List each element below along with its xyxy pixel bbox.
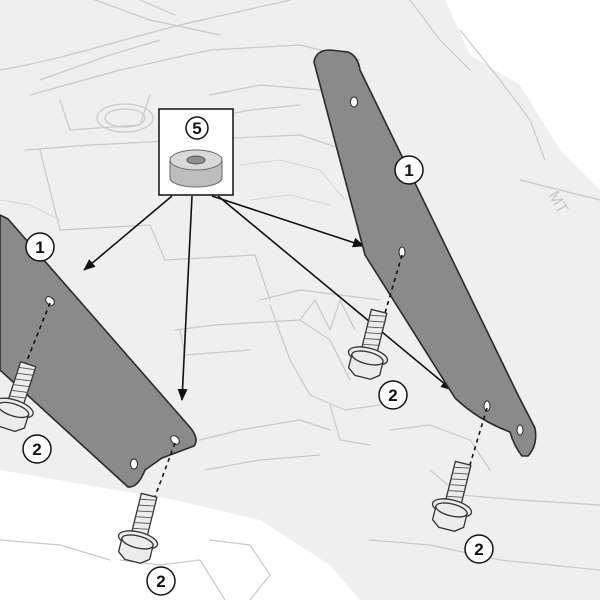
arrow-to-left-bracket-lower — [177, 195, 193, 401]
callout-2-right-1: 2 — [378, 380, 408, 410]
svg-text:2: 2 — [156, 572, 165, 591]
arrow-to-right-bracket — [211, 195, 365, 248]
part-5-inset: 5 — [158, 108, 234, 196]
callout-1-right: 1 — [394, 155, 424, 185]
callout-5-label: 5 — [192, 119, 201, 138]
arrow-to-left-bracket — [83, 195, 173, 271]
svg-text:2: 2 — [32, 440, 41, 459]
svg-text:2: 2 — [474, 540, 483, 559]
callout-5-circle — [185, 116, 209, 140]
callout-2-left-1: 2 — [22, 434, 52, 464]
bolt-left-1 — [0, 361, 37, 433]
svg-text:2: 2 — [388, 386, 397, 405]
bolt-right-1 — [347, 308, 389, 380]
svg-text:1: 1 — [35, 238, 44, 257]
arrow-to-right-bracket-lower — [217, 195, 453, 391]
svg-text:1: 1 — [404, 161, 413, 180]
callout-1-left: 1 — [25, 232, 55, 262]
left-bracket — [0, 214, 197, 488]
callout-2-right-2: 2 — [464, 534, 494, 564]
spacer-washer-icon — [169, 149, 223, 188]
callout-2-left-2: 2 — [146, 566, 176, 596]
bolt-right-2 — [431, 460, 473, 532]
bolt-left-2 — [117, 492, 159, 564]
spacer-arrows — [83, 195, 453, 401]
